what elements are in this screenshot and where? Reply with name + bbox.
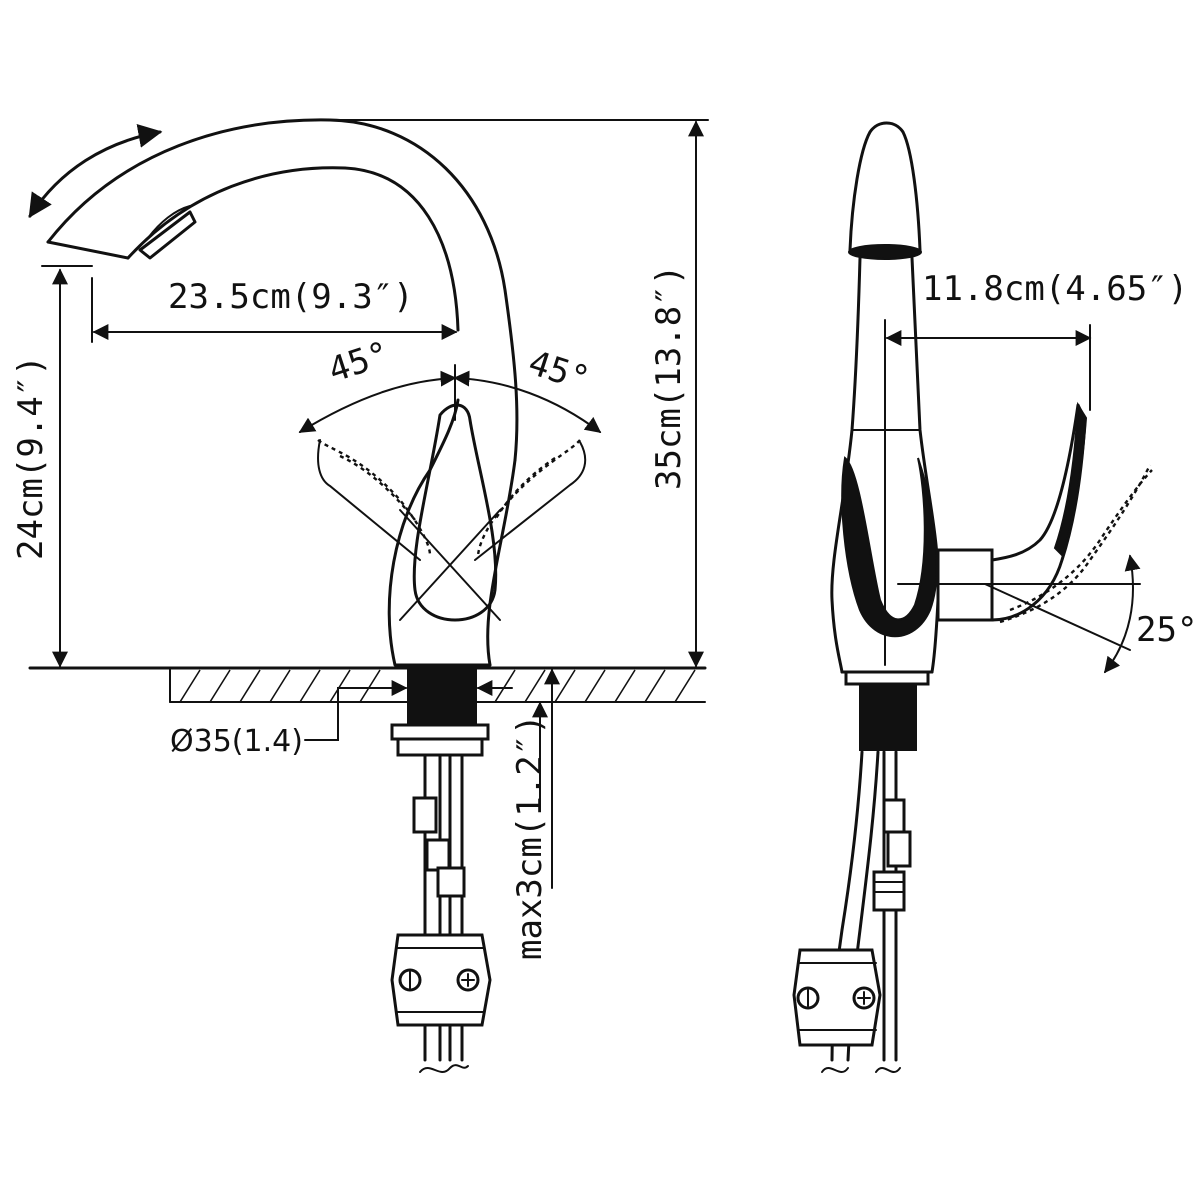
deck-thickness-label: max3cm(1.2″) [510,714,550,960]
reach-label: 23.5cm(9.3″) [168,277,414,317]
handle-tilt-dimension: 25° [897,554,1197,674]
countertop [28,666,707,703]
hole-diameter-callout: Ø35(1.4) [170,680,513,759]
side-shank [792,685,917,1073]
front-view: 23.5cm(9.3″) 45° 45° 24cm(9.4″) 35cm(13.… [11,118,709,1073]
spray-head [848,121,922,252]
rotation-arc [298,364,602,433]
left-rotation-label: 45° [324,334,395,391]
handle-reach-label: 11.8cm(4.65″) [922,269,1188,309]
hole-diameter-label: Ø35(1.4) [170,724,303,759]
swivel-arrow [28,124,163,219]
total-height-dimension: 35cm(13.8″) [329,119,709,668]
spout-height-dimension: 24cm(9.4″) [11,268,68,668]
total-height-label: 35cm(13.8″) [649,265,689,490]
right-rotation-label: 45° [524,343,595,400]
handle-reach-dimension: 11.8cm(4.65″) [884,269,1188,666]
mounting-shank [390,667,492,1073]
reach-dimension: 23.5cm(9.3″) [41,265,458,343]
spout-height-label: 24cm(9.4″) [11,355,51,560]
deck-thickness-dimension: max3cm(1.2″) [510,668,560,960]
side-handle [936,401,1153,624]
side-view: 11.8cm(4.65″) 25° [792,121,1197,1073]
handle-tilt-label: 25° [1136,610,1197,650]
faucet-body [317,398,587,667]
